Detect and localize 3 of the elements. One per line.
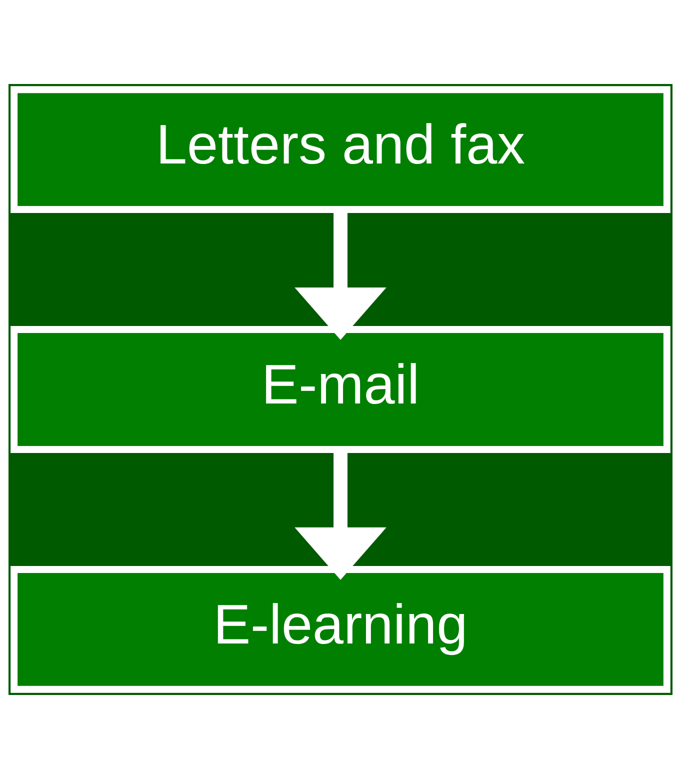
node-box: Letters and fax [10,86,670,214]
node-box: E-mail [10,326,670,453]
node-box: E-learning [10,566,670,693]
